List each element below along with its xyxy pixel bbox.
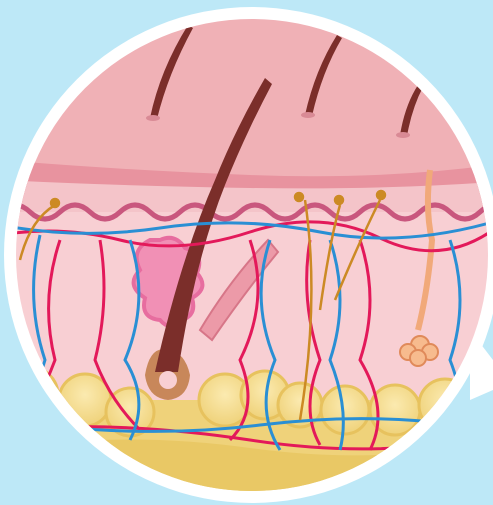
skin-cross-section-illustration [0,0,493,505]
